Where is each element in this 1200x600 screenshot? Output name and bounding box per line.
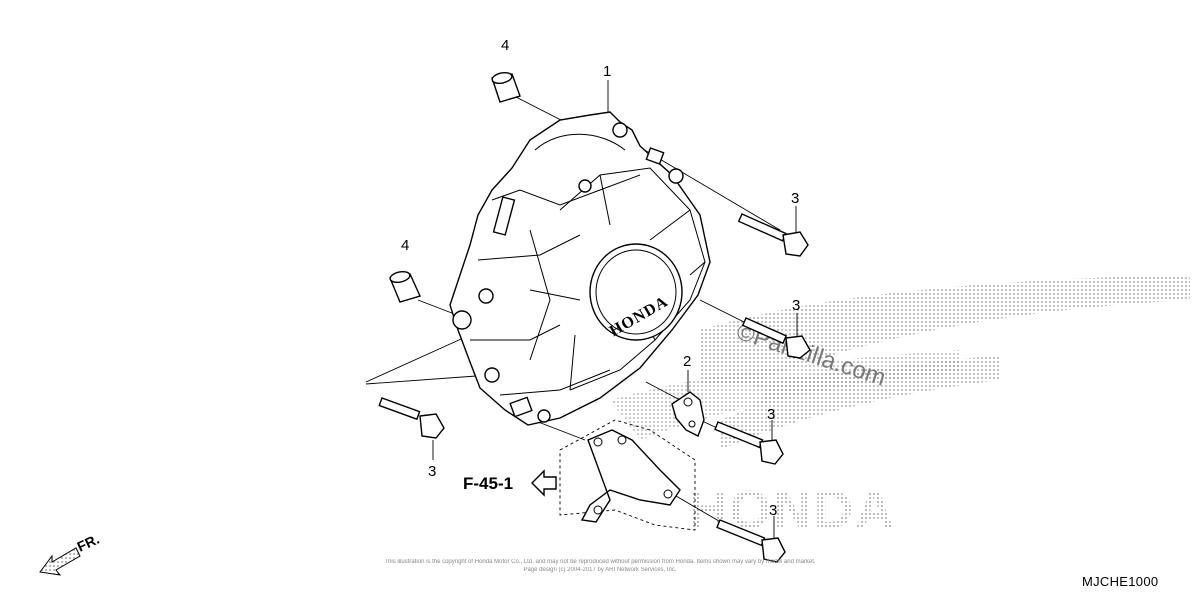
callout-3c: 3 xyxy=(767,406,775,423)
generator-cover: HONDA xyxy=(449,111,711,426)
callouts: 1 2 3 3 3 3 3 4 4 xyxy=(401,37,800,519)
bolt-5 xyxy=(378,397,445,439)
front-indicator: FR. xyxy=(39,531,102,576)
callout-4b: 4 xyxy=(401,237,409,254)
callout-3d: 3 xyxy=(769,502,777,519)
bolt-4 xyxy=(716,519,786,563)
diagram-code: MJCHE1000 xyxy=(1082,574,1159,589)
reference-indicator: F-45-1 xyxy=(463,469,557,497)
reference-bracket xyxy=(559,419,696,531)
watermark-brand: HONDA xyxy=(688,480,896,540)
callout-3a: 3 xyxy=(791,190,799,207)
bolt-2 xyxy=(741,317,811,359)
callout-1: 1 xyxy=(603,63,611,80)
callout-3e: 3 xyxy=(428,463,436,480)
stay-bracket xyxy=(671,391,705,437)
callout-3b: 3 xyxy=(792,297,800,314)
copyright-line-2: Page design (c) 2004-2017 by ARI Network… xyxy=(523,567,677,573)
reference-label: F-45-1 xyxy=(463,474,513,493)
bolt-1 xyxy=(737,213,809,257)
copyright-line-1: This illustration is the copyright of Ho… xyxy=(384,559,816,565)
dowel-lower xyxy=(389,270,421,303)
callout-4a: 4 xyxy=(501,37,509,54)
cover-outline xyxy=(449,111,711,426)
reference-arrow-icon xyxy=(531,469,557,497)
front-label: FR. xyxy=(75,531,102,555)
bolt-3 xyxy=(714,421,784,465)
front-arrow-icon xyxy=(39,547,81,576)
callout-2: 2 xyxy=(683,353,691,370)
dowel-upper xyxy=(491,71,521,103)
